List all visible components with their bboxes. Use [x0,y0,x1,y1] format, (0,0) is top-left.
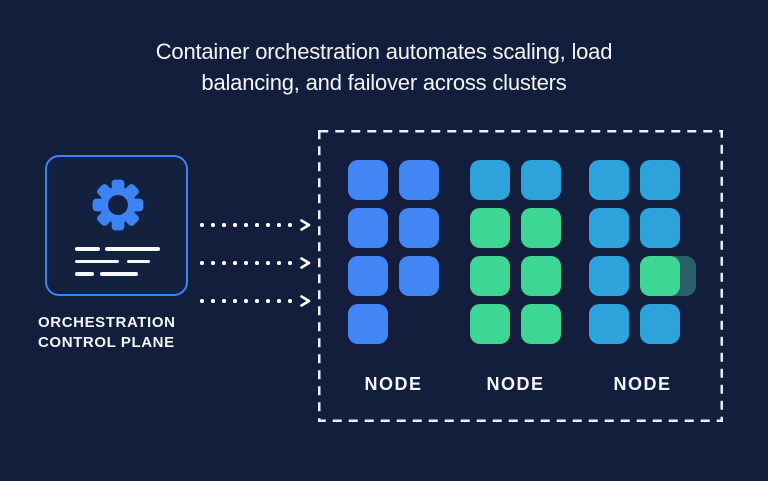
dotted-arrow [200,256,312,270]
control-plane-label-line1: ORCHESTRATION [38,314,176,331]
container-square [589,304,629,344]
container-grid [589,160,680,344]
empty-slot [399,304,439,344]
arrow-dot [244,299,248,303]
container-square [640,256,680,296]
container-square [521,304,561,344]
container-square [589,208,629,248]
arrow-dot [200,299,204,303]
container-square [348,160,388,200]
arrow-dot [277,299,281,303]
container-square [589,256,629,296]
arrow-dot [288,223,292,227]
arrow-dot [200,261,204,265]
container-square [470,256,510,296]
container-square [348,208,388,248]
arrow-dot [211,223,215,227]
container-square [348,256,388,296]
dotted-arrow [200,294,312,308]
arrowhead-icon [300,257,311,269]
container-square [589,160,629,200]
node-label: NODE [613,374,672,394]
node-label: NODE [364,374,423,394]
arrow-dot [233,223,237,227]
container-square [399,160,439,200]
dotted-arrow [200,218,312,232]
diagram-title: Container orchestration automates scalin… [0,36,768,98]
arrow-dot [222,299,226,303]
arrow-dot [266,261,270,265]
arrow-dot [255,261,259,265]
diagram-title-line2: balancing, and failover across clusters [201,70,567,95]
diagram-title-line1: Container orchestration automates scalin… [155,39,613,64]
container-square [399,256,439,296]
arrow-dot [266,223,270,227]
arrow-dot [244,223,248,227]
arrow-dot [211,261,215,265]
arrowhead-icon [300,219,311,231]
container-square [399,208,439,248]
arrow-dot [255,299,259,303]
container-square [348,304,388,344]
cluster-dashed-border [318,130,723,422]
arrow-dot [277,261,281,265]
container-grid [348,160,439,344]
node-label: NODE [486,374,545,394]
container-square [521,160,561,200]
node-group [589,160,696,344]
arrow-dot [233,299,237,303]
arrow-dot [222,223,226,227]
container-grid [470,160,561,344]
arrow-dot [233,261,237,265]
arrow-dot [288,299,292,303]
control-plane-label: ORCHESTRATION CONTROL PLANE [38,313,176,353]
arrow-dot [222,261,226,265]
arrow-dot [211,299,215,303]
control-plane-box [45,155,188,296]
container-square [521,208,561,248]
container-square [640,208,680,248]
container-square [640,160,680,200]
container-square [470,304,510,344]
arrowhead-icon [300,295,311,307]
node-group [470,160,561,344]
arrow-dot [288,261,292,265]
arrow-dot [255,223,259,227]
node-group [348,160,439,344]
container-square [470,208,510,248]
gear-icon [92,179,144,231]
container-square [521,256,561,296]
arrow-dot [200,223,204,227]
arrow-dot [266,299,270,303]
container-square [470,160,510,200]
control-plane-label-line2: CONTROL PLANE [38,334,175,351]
container-square [640,304,680,344]
arrow-dot [277,223,281,227]
arrow-dot [244,261,248,265]
